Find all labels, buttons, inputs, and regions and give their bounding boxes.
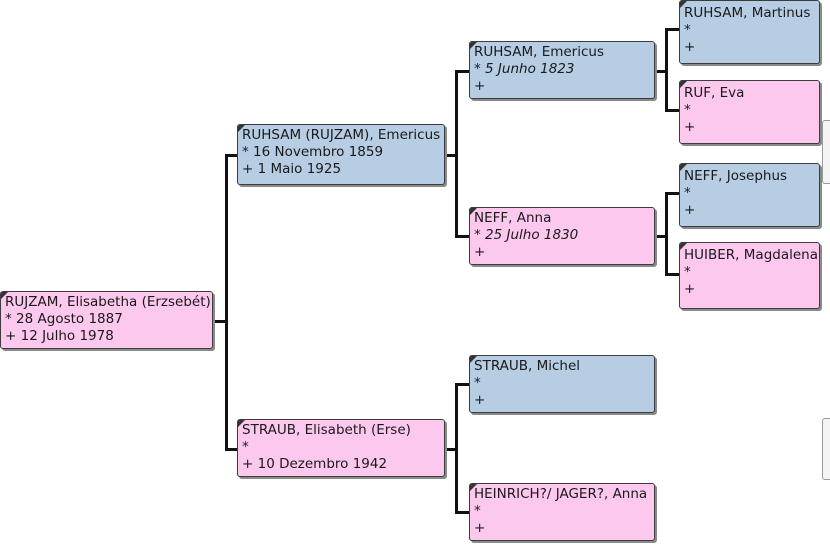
connector-line — [455, 235, 469, 238]
person-birth: * — [684, 185, 691, 201]
person-box-great-grandfather-2[interactable]: NEFF, Josephus * + — [679, 163, 820, 227]
person-box-great-grandmother-2[interactable]: HUIBER, Magdalena * + — [679, 242, 820, 309]
person-death: + — [474, 392, 486, 408]
connector-line — [455, 511, 469, 514]
connector-line — [665, 273, 679, 276]
connector-line — [665, 109, 679, 112]
connector-line — [445, 154, 457, 157]
person-birth: * 28 Agosto 1887 — [5, 311, 123, 327]
person-box-great-grandmother-1[interactable]: RUF, Eva * + — [679, 80, 820, 144]
person-box-mother[interactable]: STRAUB, Elisabeth (Erse) * + 10 Dezembro… — [237, 419, 445, 477]
connector-line — [665, 192, 668, 276]
connector-line — [665, 192, 679, 195]
connector-line — [445, 448, 457, 451]
person-birth: * 25 Julho 1830 — [474, 227, 579, 243]
connector-line — [455, 383, 458, 514]
person-name: HUIBER, Magdalena — [684, 247, 818, 263]
person-death: + — [684, 39, 696, 55]
connector-line — [665, 28, 668, 112]
person-death: + — [684, 119, 696, 135]
person-death: + — [474, 520, 486, 536]
person-death: + 1 Maio 1925 — [242, 161, 342, 177]
person-birth: * — [474, 375, 481, 391]
connector-line — [455, 383, 469, 386]
person-box-root[interactable]: RUJZAM, Elisabetha (Erzsebét) * 28 Agost… — [0, 291, 213, 349]
connector-line — [225, 154, 238, 157]
person-birth: * — [684, 264, 691, 280]
person-death: + 12 Julho 1978 — [5, 328, 114, 344]
person-birth: * 5 Junho 1823 — [474, 61, 575, 77]
person-name: STRAUB, Michel — [474, 358, 581, 374]
person-birth: * — [684, 102, 691, 118]
person-birth: * 16 Novembro 1859 — [242, 144, 384, 160]
person-name: NEFF, Josephus — [684, 168, 788, 184]
person-box-great-grandfather-1[interactable]: RUHSAM, Martinus * + — [679, 0, 820, 64]
connector-line — [455, 70, 469, 73]
person-box-father[interactable]: RUHSAM (RUJZAM), Emericus * 16 Novembro … — [237, 124, 445, 185]
person-name: NEFF, Anna — [474, 210, 552, 226]
person-death: + — [474, 78, 486, 94]
connector-line — [665, 28, 679, 31]
person-name: RUHSAM (RUJZAM), Emericus — [242, 127, 441, 143]
connector-line — [225, 154, 228, 451]
person-name: RUHSAM, Martinus — [684, 5, 811, 21]
person-name: RUHSAM, Emericus — [474, 44, 604, 60]
connector-line — [455, 70, 458, 238]
person-name: HEINRICH?/ JAGER?, Anna — [474, 486, 648, 502]
connector-line — [655, 235, 667, 238]
person-death: + — [684, 202, 696, 218]
connector-line — [655, 70, 667, 73]
person-death: + — [684, 281, 696, 297]
person-birth: * — [684, 22, 691, 38]
person-name: STRAUB, Elisabeth (Erse) — [242, 422, 411, 438]
person-name: RUJZAM, Elisabetha (Erzsebét) — [5, 294, 211, 310]
person-box-maternal-grandfather[interactable]: STRAUB, Michel * + — [469, 355, 655, 413]
person-box-paternal-grandmother[interactable]: NEFF, Anna * 25 Julho 1830 + — [469, 207, 655, 265]
person-birth: * — [242, 439, 249, 455]
person-box-paternal-grandfather[interactable]: RUHSAM, Emericus * 5 Junho 1823 + — [469, 41, 655, 99]
connector-line — [213, 320, 227, 323]
person-death: + — [474, 244, 486, 260]
expand-tab[interactable] — [822, 418, 830, 480]
expand-tab[interactable] — [822, 120, 830, 184]
person-birth: * — [474, 503, 481, 519]
person-name: RUF, Eva — [684, 85, 745, 101]
connector-line — [225, 448, 238, 451]
person-box-maternal-grandmother[interactable]: HEINRICH?/ JAGER?, Anna * + — [469, 483, 655, 541]
person-death: + 10 Dezembro 1942 — [242, 456, 388, 472]
